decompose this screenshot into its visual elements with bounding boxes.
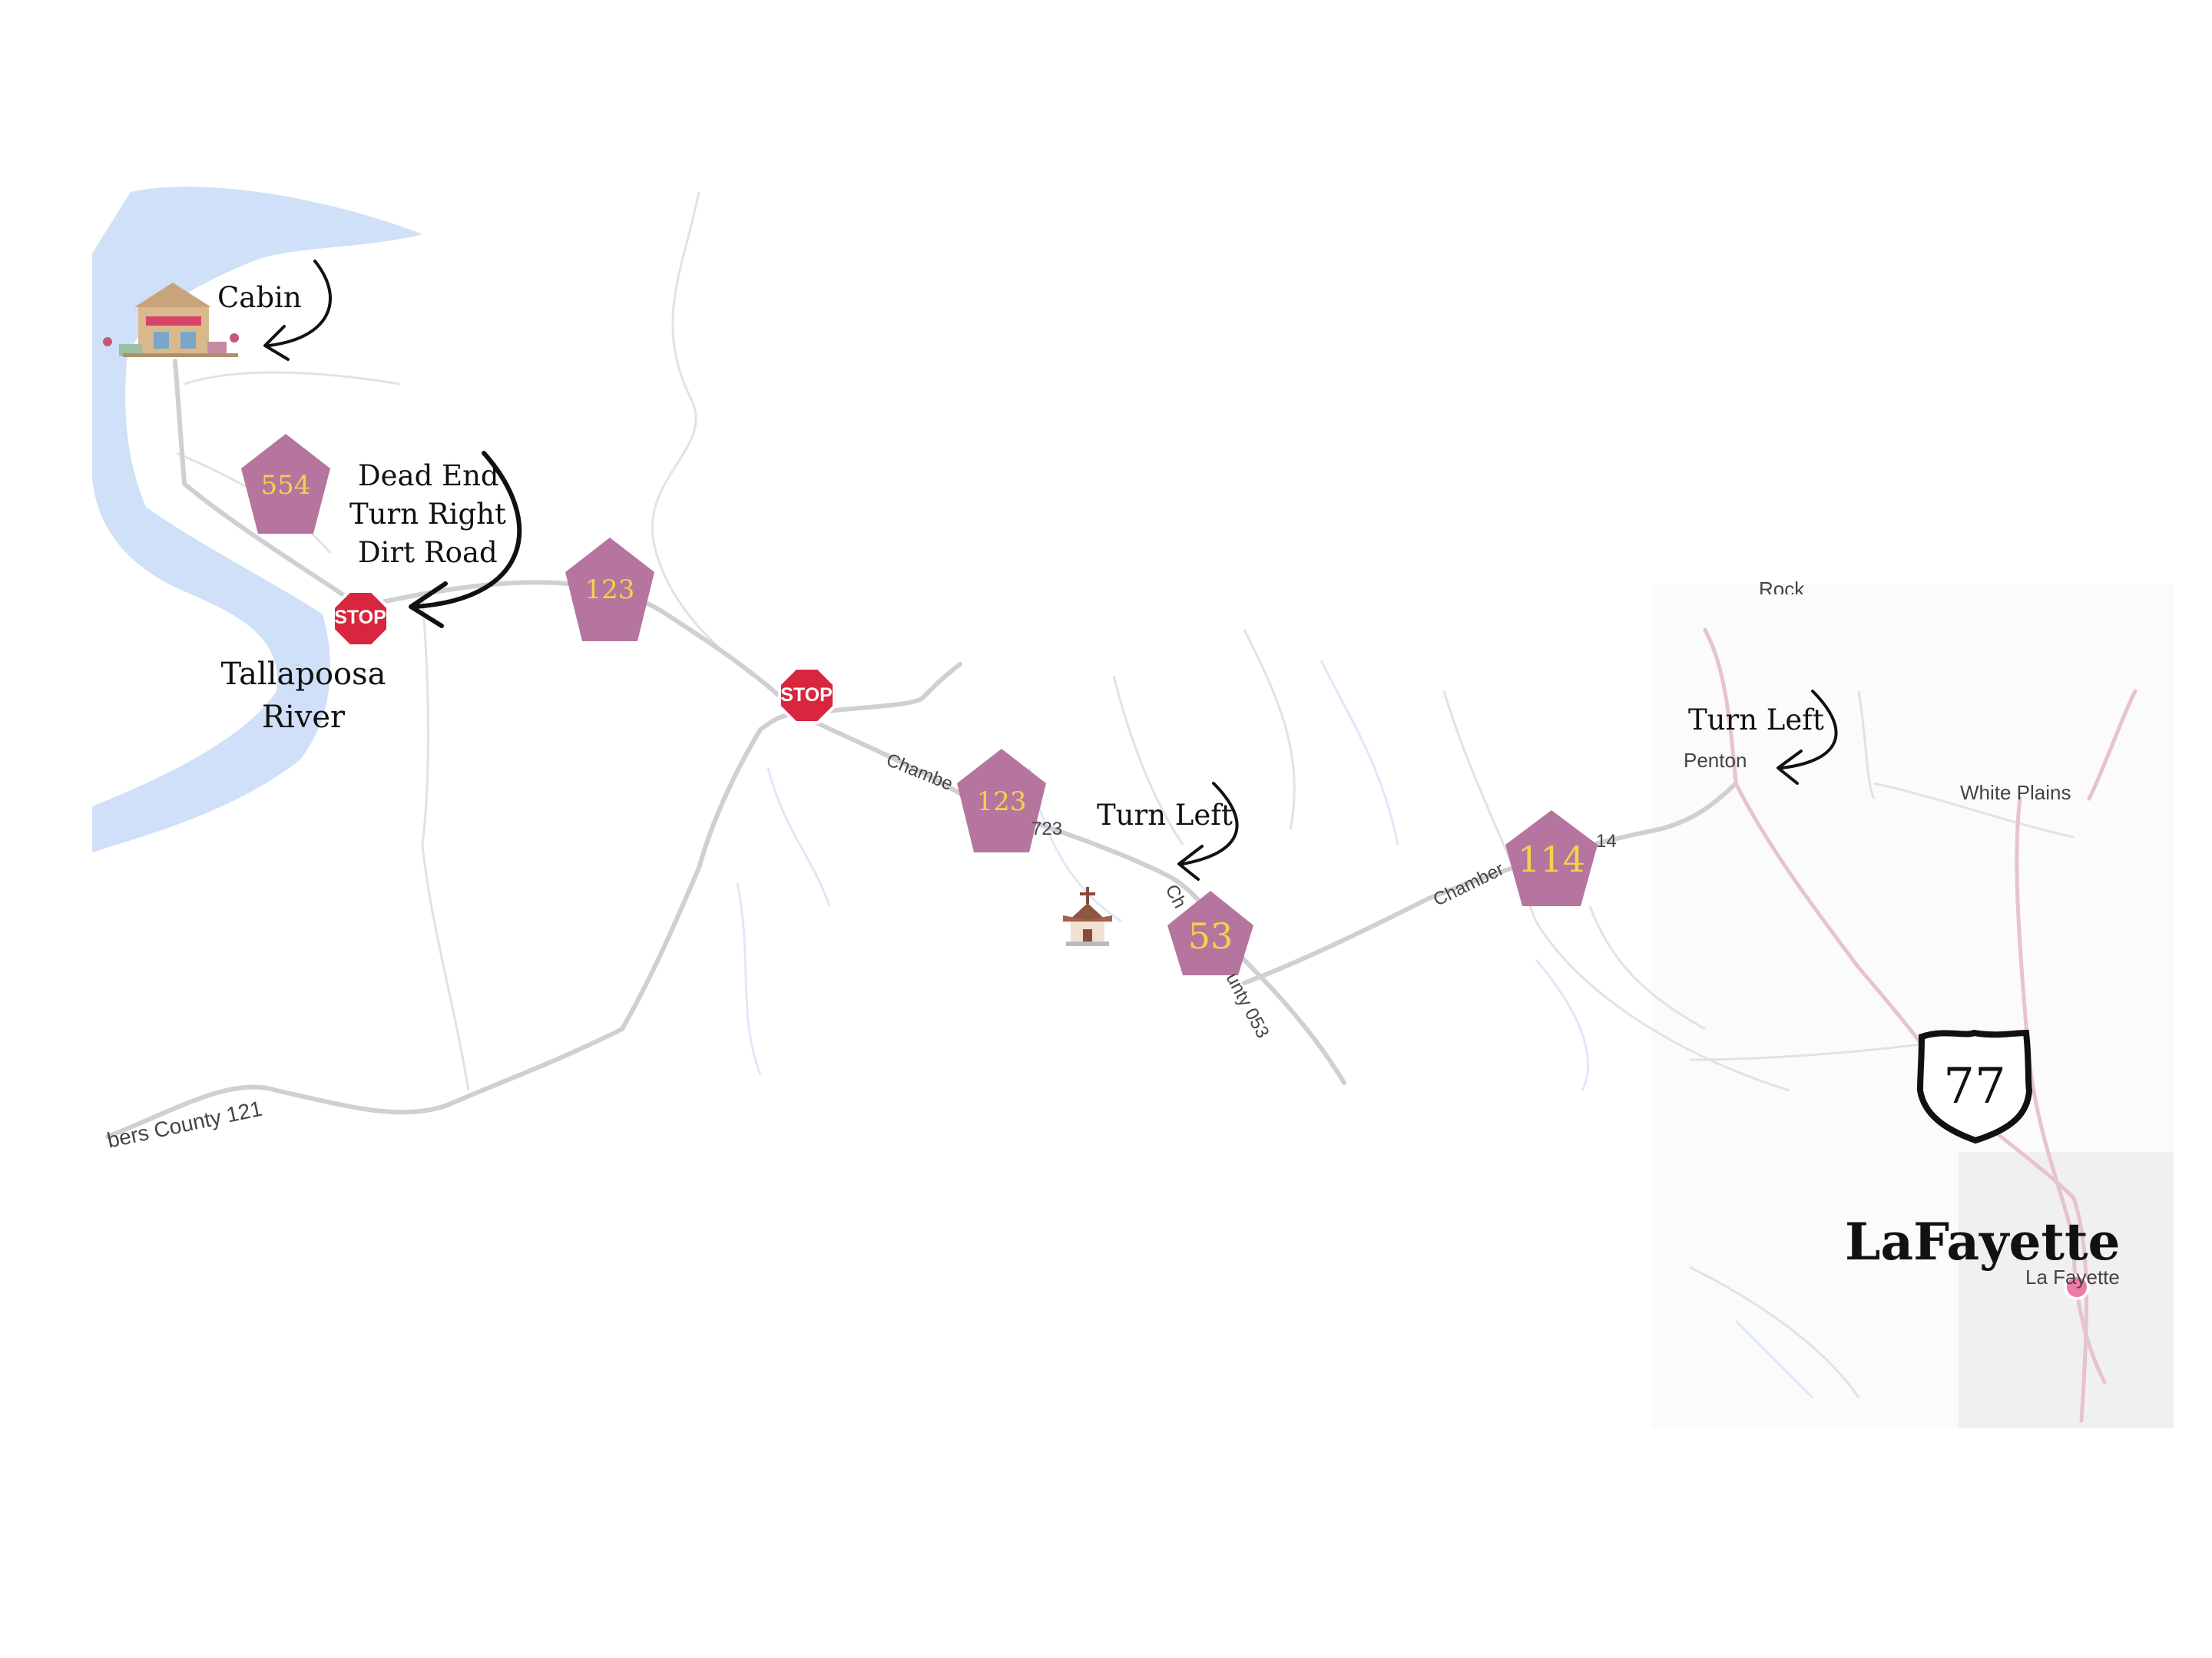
county-121-road [105,712,801,1139]
route-marker-114 [1505,810,1598,906]
route-marker-53 [1167,891,1253,975]
cabin-icon [103,283,239,357]
cabin-road [173,359,363,609]
route-marker-123-b [957,749,1046,852]
church-arrow [1177,782,1239,881]
turn-right-label: Turn Right [349,498,506,531]
chambers-123-number: 723 [1031,819,1063,839]
penton-label: Penton [1684,749,1747,772]
route-marker-123-b-label: 123 [976,786,1027,817]
tallapoosa-river-label: Tallapoosa River [200,653,407,739]
penton-arrow [1777,690,1838,785]
chambers-114-number: 14 [1596,831,1617,852]
stop-sign-2 [778,667,836,724]
route-marker-554-label: 554 [260,470,311,501]
cabin-arrow [263,260,332,361]
chambers-114-road [1242,781,1738,985]
river-label-line1: Tallapoosa [220,657,386,692]
dead-end-arrow [409,451,522,628]
route-marker-554 [241,434,330,534]
route-marker-123-a [565,538,654,641]
dead-end-label: Dead End [358,459,499,492]
cabin-label: Cabin [217,281,302,314]
turn-left-church-label: Turn Left [1097,799,1233,832]
route-marker-53-label: 53 [1187,915,1233,957]
highway-77-line [1703,627,2137,1423]
us-77-label: 77 [1943,1058,2006,1115]
lafayette-small-label: La Fayette [2025,1266,2120,1289]
stop-signs [332,590,836,724]
stop-sign-2-label: STOP [780,684,833,706]
stop-sign-1-label: STOP [334,607,386,628]
rock-partial-label: Rock [1759,577,1805,594]
route-marker-123-a-label: 123 [584,574,635,605]
route-marker-114-label: 114 [1518,839,1585,880]
dirt-road-label: Dirt Road [358,536,498,569]
white-plains-label: White Plains [1960,781,2071,804]
direction-arrows [263,260,1838,881]
minor-roads [176,191,2075,1398]
major-roads [105,359,1738,1139]
lafayette-title: LaFayette [1845,1212,2121,1272]
route-markers [241,434,1598,975]
us-77-shield [1916,1029,2033,1144]
turn-left-penton-label: Turn Left [1688,703,1824,736]
tallapoosa-river [92,187,422,853]
chambers-123-road [796,712,1346,1085]
river-label-line2: River [261,700,346,735]
church-icon [1063,887,1112,946]
branch-road [796,662,962,716]
lafayette-dot [2064,1274,2090,1300]
stop-sign-1 [332,590,389,647]
